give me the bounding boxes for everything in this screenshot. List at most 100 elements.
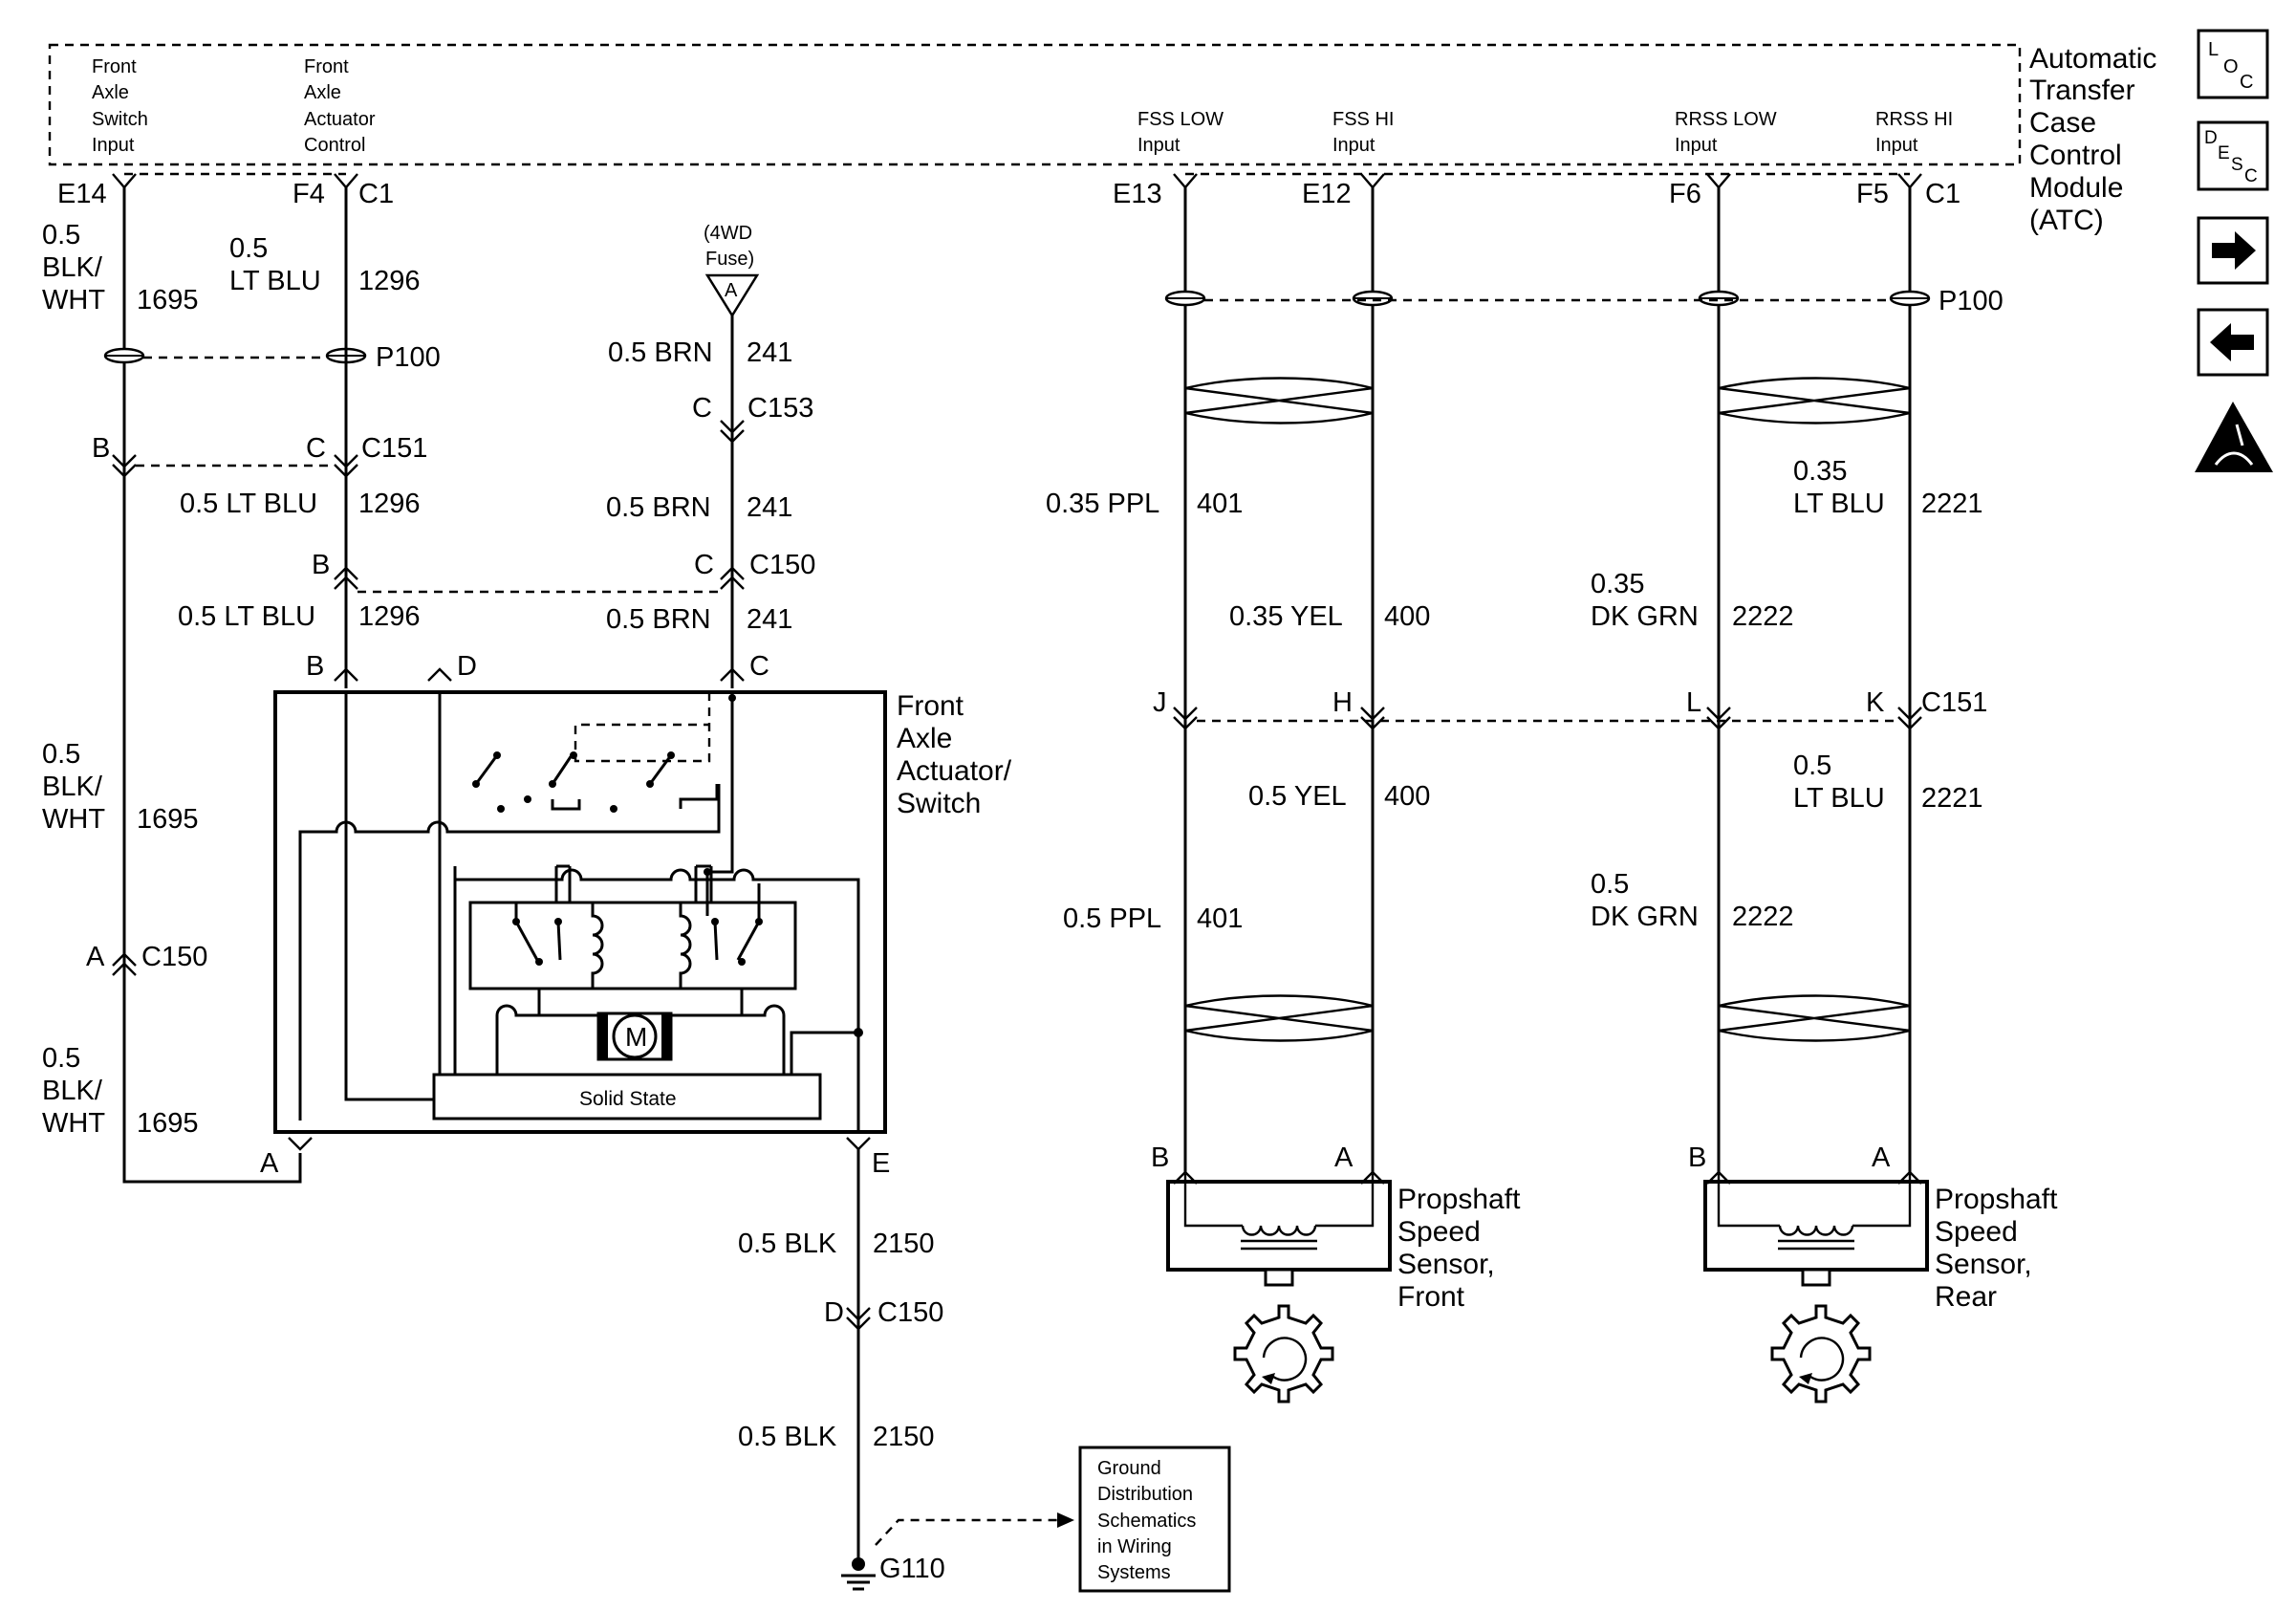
svg-text:C1: C1 [1925, 179, 1960, 209]
svg-text:(4WD: (4WD [704, 223, 752, 244]
svg-text:FSS LOW: FSS LOW [1137, 109, 1224, 130]
svg-text:Axle: Axle [304, 82, 341, 103]
svg-text:DK GRN: DK GRN [1591, 902, 1699, 932]
svg-text:C: C [2240, 72, 2253, 93]
svg-text:Sensor,: Sensor, [1935, 1249, 2032, 1280]
svg-text:0.35 YEL: 0.35 YEL [1229, 601, 1343, 632]
svg-text:Front: Front [92, 56, 137, 77]
svg-text:RRSS HI: RRSS HI [1875, 109, 1953, 130]
svg-text:C: C [306, 433, 326, 464]
svg-text:241: 241 [747, 604, 792, 635]
ground-distribution-reference-box[interactable]: Ground Distribution Schematics in Wiring… [1078, 1446, 1231, 1593]
atc-input-labels: Front Axle Switch Input Front Axle Actua… [92, 56, 1953, 156]
loc-icon[interactable]: L O C [2197, 29, 2269, 99]
svg-text:2150: 2150 [873, 1229, 935, 1259]
svg-text:Distribution: Distribution [1097, 1484, 1193, 1505]
svg-text:P100: P100 [1939, 286, 2004, 316]
svg-text:Speed: Speed [1935, 1216, 2018, 1248]
twisted-pair-lower [1184, 994, 1911, 1042]
svg-text:Systems: Systems [1097, 1562, 1171, 1583]
svg-text:2222: 2222 [1732, 601, 1794, 632]
arrow-left-icon[interactable] [2197, 308, 2269, 377]
svg-text:B: B [312, 550, 330, 580]
svg-text:E13: E13 [1113, 179, 1162, 209]
svg-text:Propshaft: Propshaft [1935, 1184, 2058, 1215]
svg-text:C150: C150 [141, 942, 207, 972]
fss-low-input-label: FSS LOW Input [1137, 109, 1224, 156]
svg-text:Rear: Rear [1935, 1281, 1997, 1313]
esd-warning-icon [2195, 402, 2273, 472]
svg-text:Front: Front [304, 56, 349, 77]
wire-1695-low-label: 0.5 BLK/ WHT 1695 [42, 1043, 199, 1139]
svg-text:Automatic: Automatic [2029, 43, 2156, 75]
svg-text:1296: 1296 [358, 489, 421, 519]
svg-text:0.5 BRN: 0.5 BRN [608, 337, 713, 368]
svg-text:C151: C151 [361, 433, 427, 464]
connector-c150-lower: D C150 [824, 1297, 943, 1331]
svg-text:1695: 1695 [137, 804, 199, 835]
fuse-4wd: (4WD Fuse) A [704, 223, 760, 318]
ground-reference-leader [875, 1518, 1057, 1546]
front-axle-actuator-switch: B D C A E [260, 651, 890, 1179]
svg-text:2150: 2150 [873, 1422, 935, 1452]
svg-text:B: B [92, 433, 110, 464]
svg-text:E12: E12 [1302, 179, 1352, 209]
module-pin-labels: E14 F4 C1 E13 E12 F6 F5 C1 [57, 179, 1960, 209]
svg-text:BLK/: BLK/ [42, 772, 103, 802]
connector-c151-left: B C C151 [92, 433, 427, 478]
propshaft-speed-sensor-front-label: Propshaft Speed Sensor, Front [1397, 1184, 1521, 1313]
svg-text:B: B [306, 651, 324, 682]
arrow-right-icon[interactable] [2197, 216, 2269, 285]
connector-c150-upper: B C C150 [312, 550, 815, 594]
svg-text:H: H [1332, 687, 1353, 718]
svg-text:S: S [2231, 155, 2243, 175]
connector-c151-right: J H L K C151 [1153, 687, 1987, 730]
wire-2222-top-label: 0.35 DK GRN 2222 [1591, 569, 1794, 632]
svg-text:400: 400 [1384, 781, 1430, 812]
svg-text:A: A [725, 280, 738, 301]
svg-text:WHT: WHT [42, 285, 105, 315]
svg-text:0.35: 0.35 [1793, 456, 1847, 487]
wire-241-top-label: 0.5 BRN 241 [608, 337, 792, 368]
svg-text:0.5 LT BLU: 0.5 LT BLU [180, 489, 317, 519]
svg-text:Actuator: Actuator [304, 109, 376, 130]
atc-module-box [48, 43, 2022, 166]
svg-text:Axle: Axle [92, 82, 129, 103]
svg-text:Switch: Switch [92, 109, 148, 130]
svg-text:0.5 BLK: 0.5 BLK [738, 1229, 837, 1259]
wire-400-top-label: 0.35 YEL 400 [1229, 601, 1430, 632]
fss-hi-input-label: FSS HI Input [1332, 109, 1394, 156]
svg-text:Front: Front [1397, 1281, 1465, 1313]
svg-text:Switch: Switch [897, 788, 981, 819]
wire-1695-top-label: 0.5 BLK/ WHT 1695 [42, 220, 199, 315]
svg-text:WHT: WHT [42, 804, 105, 835]
svg-text:G110: G110 [879, 1554, 945, 1584]
svg-text:0.5 PPL: 0.5 PPL [1063, 903, 1161, 934]
rrss-low-input-label: RRSS LOW Input [1675, 109, 1777, 156]
svg-text:0.5 BLK: 0.5 BLK [738, 1422, 837, 1452]
propshaft-speed-sensor-rear: B A [1688, 1142, 1929, 1287]
svg-text:0.5: 0.5 [1591, 869, 1629, 900]
svg-text:A: A [1334, 1142, 1354, 1173]
ground-reference-arrow-icon [1057, 1512, 1074, 1528]
desc-icon[interactable]: D E S C [2197, 120, 2269, 191]
svg-text:Control: Control [2029, 140, 2122, 171]
propshaft-speed-sensor-rear-label: Propshaft Speed Sensor, Rear [1935, 1184, 2058, 1313]
svg-text:0.5: 0.5 [42, 220, 80, 250]
wire-1296-top-label: 0.5 LT BLU 1296 [229, 233, 421, 296]
svg-text:0.35: 0.35 [1591, 569, 1644, 599]
svg-text:Input: Input [1137, 135, 1180, 156]
svg-text:J: J [1153, 687, 1167, 718]
svg-text:Input: Input [1332, 135, 1375, 156]
wire-400-low-label: 0.5 YEL 400 [1248, 781, 1430, 812]
svg-text:BLK/: BLK/ [42, 252, 103, 283]
wire-2221-top-label: 0.35 LT BLU 2221 [1793, 456, 1983, 519]
svg-text:Axle: Axle [897, 723, 952, 754]
svg-text:C: C [2244, 166, 2258, 186]
svg-text:LT BLU: LT BLU [1793, 783, 1885, 814]
rrss-hi-input-label: RRSS HI Input [1875, 109, 1953, 156]
svg-text:Control: Control [304, 135, 365, 156]
svg-text:401: 401 [1197, 489, 1243, 519]
svg-text:401: 401 [1197, 903, 1243, 934]
